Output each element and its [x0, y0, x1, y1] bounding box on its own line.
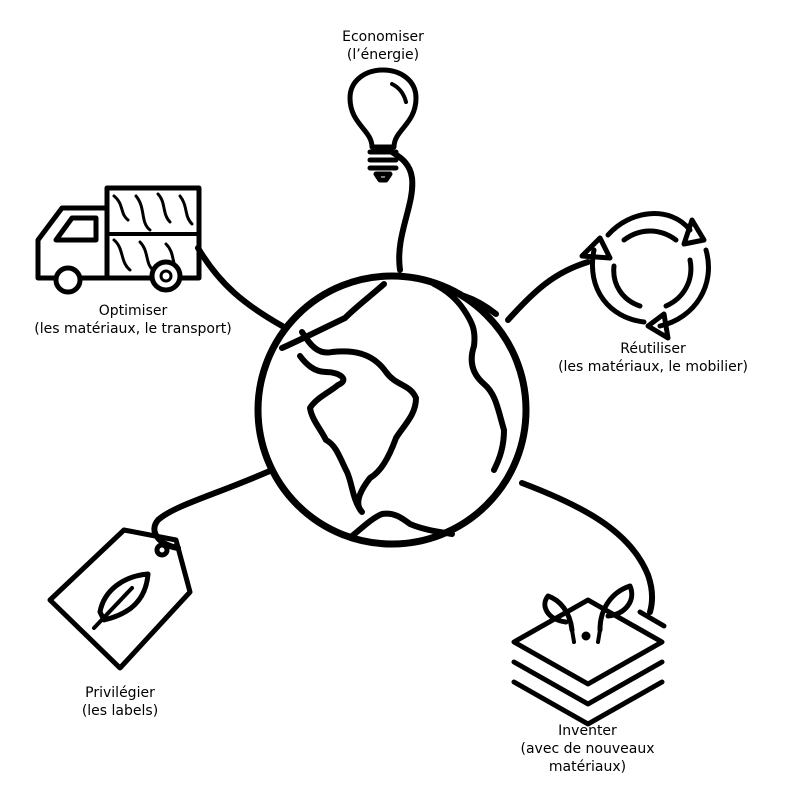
- globe-icon: [254, 272, 530, 548]
- sprouting-layers-icon: [511, 583, 667, 727]
- label-privilegier-title: Privilégier: [85, 685, 155, 701]
- label-optimiser-subtitle: (les matériaux, le transport): [34, 321, 232, 337]
- connector-reutiliser: [505, 259, 591, 323]
- connector-optimiser: [195, 245, 287, 330]
- label-privilegier-subtitle: (les labels): [81, 703, 159, 719]
- connector-privilegier: [151, 467, 275, 551]
- label-inventer-title: Inventer: [558, 723, 617, 739]
- wood-truck-icon: [35, 185, 202, 295]
- label-reutiliser-title: Réutiliser: [620, 341, 686, 357]
- label-optimiser: Optimiser (les matériaux, le transport): [18, 302, 248, 338]
- connector-economiser: [389, 149, 416, 273]
- label-optimiser-title: Optimiser: [98, 303, 168, 319]
- label-reutiliser-subtitle: (les matériaux, le mobilier): [558, 359, 748, 375]
- lightbulb-icon: [347, 67, 419, 183]
- label-inventer-subtitle-2: matériaux): [548, 759, 627, 775]
- label-inventer-subtitle: (avec de nouveaux: [520, 741, 655, 757]
- label-economiser-subtitle: (l’énergie): [346, 47, 420, 63]
- label-privilegier: Privilégier (les labels): [60, 684, 180, 720]
- label-economiser: Economiser (l’énergie): [318, 28, 448, 64]
- connector-lines: [151, 149, 655, 615]
- label-inventer: Inventer (avec de nouveaux matériaux): [500, 722, 675, 776]
- recycle-arrows-icon: [579, 211, 711, 341]
- leaf-tag-icon: [47, 527, 193, 671]
- label-reutiliser: Réutiliser (les matériaux, le mobilier): [548, 340, 758, 376]
- label-economiser-title: Economiser: [342, 29, 424, 45]
- connector-inventer: [519, 480, 655, 615]
